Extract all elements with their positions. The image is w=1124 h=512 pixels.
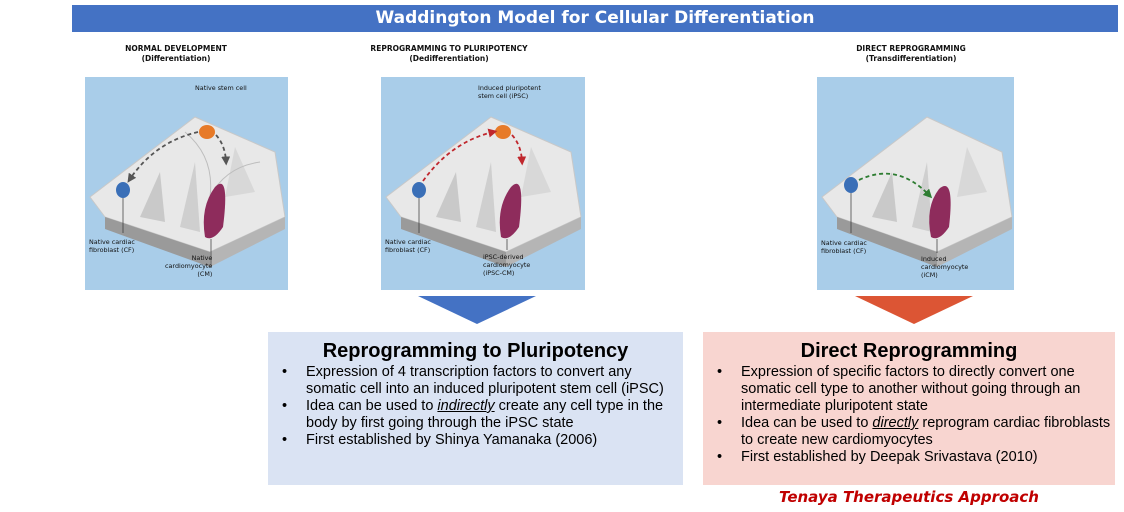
bullet-list: Expression of 4 transcription factors to… — [268, 364, 683, 449]
panel-subheading: (Differentiation) — [141, 54, 211, 63]
panel-title-direct-reprogramming: DIRECT REPROGRAMMING (Transdifferentiati… — [791, 44, 1031, 64]
panel-heading: NORMAL DEVELOPMENT — [125, 44, 227, 53]
panel-subheading: (Dedifferentiation) — [409, 54, 489, 63]
label-line: Native — [191, 254, 213, 262]
bullet-text: Idea can be used to — [306, 398, 438, 414]
cardiomyocyte-cell — [499, 183, 522, 239]
bullet-item: Idea can be used to indirectly create an… — [268, 398, 683, 432]
panel-title-normal-development: NORMAL DEVELOPMENT (Differentiation) — [56, 44, 296, 64]
label-line: Induced pluripotent — [478, 84, 541, 92]
bullet-item: Expression of 4 transcription factors to… — [268, 364, 683, 398]
emphasis-text: directly — [872, 415, 919, 431]
label-line: fibroblast (CF) — [385, 246, 431, 254]
cardiomyocyte-cell — [203, 183, 226, 239]
landscape-illustration — [89, 116, 286, 267]
label-line: fibroblast (CF) — [89, 246, 135, 254]
bullet-text: create any cell type in the body by firs… — [306, 398, 664, 431]
label-line: iPSC-derived — [483, 253, 524, 261]
label-line: Native cardiac — [89, 238, 135, 246]
panel-heading: REPROGRAMMING TO PLURIPOTENCY — [370, 44, 528, 53]
fibroblast-cell — [844, 177, 858, 193]
box-title: Reprogramming to Pluripotency — [322, 340, 629, 362]
label-line: Native stem cell — [195, 84, 247, 92]
label-line: stem cell (iPSC) — [478, 92, 529, 100]
label-line: cardiomyocyte — [483, 261, 531, 269]
label-line: Induced — [921, 255, 947, 263]
fibroblast-cell — [412, 182, 426, 198]
bullet-text: reprogram cardiac fibroblasts to create … — [741, 415, 1111, 448]
bullet-item: First established by Deepak Srivastava (… — [703, 449, 1115, 466]
bullet-item: First established by Shinya Yamanaka (20… — [268, 432, 683, 449]
reprogramming-pluripotency-box: Reprogramming to Pluripotency Expression… — [268, 332, 683, 485]
page-banner: Waddington Model for Cellular Differenti… — [72, 5, 1118, 32]
label-line: (iCM) — [921, 271, 938, 279]
label-line: fibroblast (CF) — [821, 247, 867, 255]
label-line: (CM) — [197, 270, 213, 278]
stem-cell — [495, 125, 511, 139]
label-line: cardiomyocyte — [165, 262, 213, 270]
panel-subheading: (Transdifferentiation) — [865, 54, 957, 63]
fibroblast-cell — [116, 182, 130, 198]
panel-heading: DIRECT REPROGRAMMING — [856, 44, 966, 53]
bullet-item: Expression of specific factors to direct… — [703, 364, 1115, 415]
bullet-list: Expression of specific factors to direct… — [703, 364, 1115, 466]
red-down-arrow — [855, 296, 973, 324]
tenaya-approach-label: Tenaya Therapeutics Approach — [779, 488, 1039, 506]
label-line: Native cardiac — [821, 239, 867, 247]
landscape-illustration — [385, 116, 582, 267]
label-line: Native cardiac — [385, 238, 431, 246]
direct-reprogramming-box: Direct Reprogramming Expression of speci… — [703, 332, 1115, 485]
label-native-stem-cell: Native stem cell — [195, 84, 247, 92]
cardiomyocyte-cell — [929, 186, 951, 239]
bullet-text: Idea can be used to — [741, 415, 873, 431]
box-title: Direct Reprogramming — [800, 340, 1018, 362]
label-line: (iPSC-CM) — [483, 269, 515, 277]
label-line: cardiomyocyte — [921, 263, 969, 271]
stem-cell — [199, 125, 215, 139]
panel-title-reprogramming: REPROGRAMMING TO PLURIPOTENCY (Dediffere… — [329, 44, 569, 64]
emphasis-text: indirectly — [437, 398, 495, 414]
blue-down-arrow — [418, 296, 536, 324]
bullet-item: Idea can be used to directly reprogram c… — [703, 415, 1115, 449]
landscape-illustration — [821, 116, 1013, 267]
